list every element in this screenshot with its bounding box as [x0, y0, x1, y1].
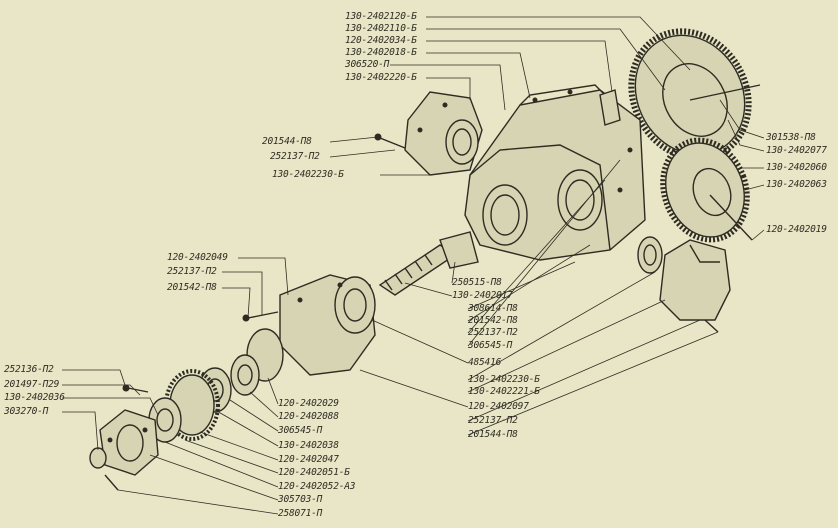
part-label: 130-2402110-Б [345, 23, 417, 34]
part-label: 485416 [468, 357, 502, 368]
part-label: 201544-П8 [262, 136, 312, 147]
part-label: 130-2402230-Б [272, 169, 344, 180]
part-label: 252137-П2 [270, 151, 320, 162]
part-label: 258071-П [278, 508, 323, 519]
part-label: 252137-П2 [468, 327, 518, 338]
part-label: 306520-П [345, 59, 390, 70]
part-label: 301538-П8 [766, 132, 816, 143]
part-label: 120-2402052-А3 [278, 481, 356, 492]
part-label: 252137-П2 [468, 415, 518, 426]
part-label: 130-2402018-Б [345, 47, 417, 58]
part-label: 201542-П8 [468, 315, 518, 326]
part-label: 306545-П [468, 340, 513, 351]
right-cover [637, 236, 731, 333]
part-label: 201544-П8 [468, 429, 518, 440]
part-label: 130-2402038 [278, 440, 339, 451]
ring-gear [628, 28, 761, 162]
part-label: 130-2402230-Б [468, 374, 540, 385]
part-label: 130-2402036 [4, 392, 65, 403]
output-flange [89, 384, 159, 491]
part-label: 120-2402097 [468, 401, 529, 412]
bearing-cap-left [374, 91, 483, 176]
part-label: 130-2402120-Б [345, 11, 417, 22]
main-housing [464, 84, 646, 261]
part-label: 130-2402063 [766, 179, 827, 190]
part-label: 130-2402017 [452, 290, 513, 301]
part-label: 252137-П2 [167, 266, 217, 277]
part-label: 306545-П [278, 425, 323, 436]
part-label: 308614-П8 [468, 303, 518, 314]
side-gear [660, 137, 753, 243]
part-label: 130-2402060 [766, 162, 827, 173]
carrier-housing [242, 274, 376, 376]
leader-lines [62, 16, 765, 515]
part-label: 120-2402049 [167, 252, 228, 263]
part-label: 120-2402029 [278, 398, 339, 409]
part-label: 120-2402034-Б [345, 35, 417, 46]
pinion-shaft [378, 231, 479, 296]
part-label: 120-2402047 [278, 454, 339, 465]
part-label: 305703-П [278, 494, 323, 505]
part-label: 120-2402019 [766, 224, 827, 235]
part-label: 201542-П8 [167, 282, 217, 293]
part-label: 120-2402088 [278, 411, 339, 422]
part-label: 303270-П [4, 406, 49, 417]
part-label: 130-2402220-Б [345, 72, 417, 83]
part-label: 120-2402051-Б [278, 467, 350, 478]
bearing-stack [148, 328, 284, 443]
part-label: 201497-П29 [4, 379, 60, 390]
part-label: 250515-П8 [452, 277, 502, 288]
part-label: 130-2402077 [766, 145, 827, 156]
part-label: 130-2402221-Б [468, 386, 540, 397]
part-label: 252136-П2 [4, 364, 54, 375]
